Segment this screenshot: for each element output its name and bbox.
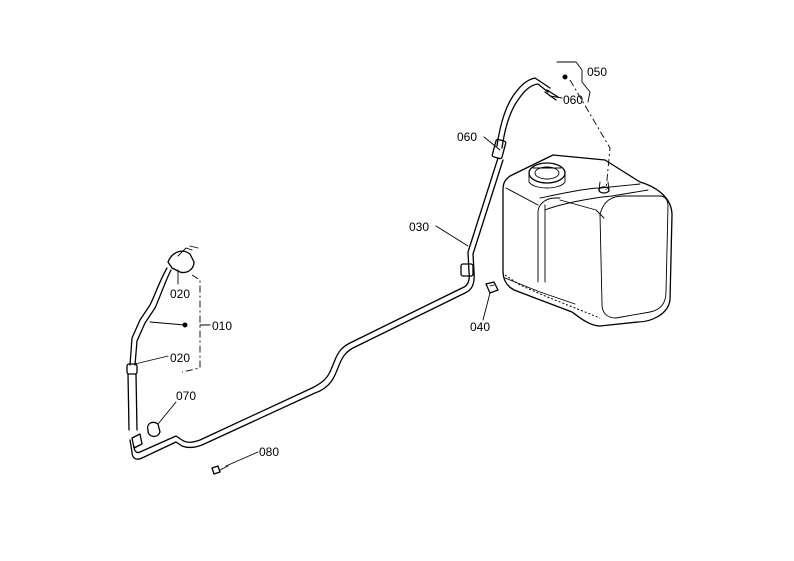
- leader-lines: [134, 61, 611, 467]
- callout-050: 050: [587, 65, 607, 79]
- callout-060-mid: 060: [563, 93, 583, 107]
- callout-040: 040: [470, 320, 490, 334]
- callout-020-bottom: 020: [170, 351, 190, 365]
- clamp-070: [131, 421, 161, 449]
- tank-port: [598, 181, 610, 194]
- callout-080: 080: [259, 445, 279, 459]
- bolt-080: [211, 465, 229, 475]
- filler-neck: [528, 162, 566, 189]
- callout-020-top: 020: [170, 287, 190, 301]
- callout-030: 030: [409, 220, 429, 234]
- callout-010: 010: [212, 319, 232, 333]
- fuel-pipe-030: [129, 157, 504, 460]
- fuel-tank: [502, 154, 673, 327]
- callout-060-top: 060: [457, 130, 477, 144]
- left-hose-010: [126, 245, 199, 431]
- upper-hose: [491, 74, 568, 160]
- callout-070: 070: [176, 389, 196, 403]
- bolt-040: [485, 281, 499, 294]
